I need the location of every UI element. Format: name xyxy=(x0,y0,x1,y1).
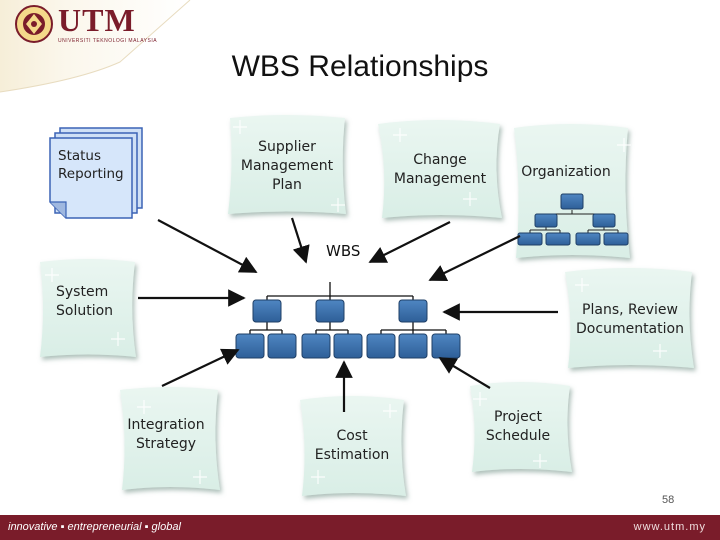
page-title: WBS Relationships xyxy=(231,50,489,83)
cost-estimation-label: Cost Estimation xyxy=(300,427,404,465)
system-line-2: Solution xyxy=(56,303,114,319)
status-reporting-document xyxy=(49,127,143,219)
note-supplier xyxy=(228,115,346,214)
plans-line-1: Plans, Review xyxy=(582,302,678,318)
cost-line-1: Cost xyxy=(336,428,368,444)
supplier-management-plan-label: Supplier Management Plan xyxy=(228,138,346,195)
plans-line-2: Documentation xyxy=(576,321,684,337)
system-solution-label: System Solution xyxy=(40,283,136,321)
supplier-line-3: Plan xyxy=(272,177,302,193)
supplier-line-2: Management xyxy=(240,158,334,174)
sparkle-decorations xyxy=(45,120,667,484)
note-change xyxy=(378,120,502,218)
project-line-1: Project xyxy=(494,409,542,425)
system-line-1: System xyxy=(56,284,109,300)
wbs-label: WBS xyxy=(326,242,361,260)
logo-subtitle: UNIVERSITI TEKNOLOGI MALAYSIA xyxy=(58,38,158,44)
wbs-tree-boxes xyxy=(235,299,461,359)
note-integration xyxy=(120,387,220,490)
organization-boxes xyxy=(517,193,629,246)
change-line-1: Change xyxy=(413,152,467,168)
organization-label: Organization xyxy=(521,164,611,180)
footer-bar: innovative ▪ entrepreneurial ▪ global ww… xyxy=(0,515,720,540)
integration-line-1: Integration xyxy=(127,417,205,433)
change-line-2: Management xyxy=(393,171,487,187)
footer-tagline: innovative ▪ entrepreneurial ▪ global xyxy=(8,521,181,533)
change-management-label: Change Management xyxy=(378,151,502,189)
wbs-tree-lines xyxy=(249,282,447,334)
plans-review-documentation-label: Plans, Review Documentation xyxy=(566,301,694,339)
cost-line-2: Estimation xyxy=(314,447,390,463)
note-system xyxy=(40,259,136,357)
status-reporting-label: Status Reporting xyxy=(50,147,132,183)
project-line-2: Schedule xyxy=(485,428,551,444)
project-schedule-label: Project Schedule xyxy=(466,408,570,446)
integration-line-2: Strategy xyxy=(136,436,196,452)
page-number: 58 xyxy=(662,494,675,506)
integration-strategy-label: Integration Strategy xyxy=(116,416,216,454)
relationship-arrows xyxy=(138,217,558,412)
footer-url: www.utm.my xyxy=(633,521,706,533)
note-cost xyxy=(300,396,406,496)
supplier-line-1: Supplier xyxy=(258,139,316,155)
note-plans xyxy=(565,268,694,368)
status-reporting-text: Status Reporting xyxy=(58,148,124,182)
utm-crest-icon xyxy=(15,5,53,43)
logo-text: UTM xyxy=(58,2,136,38)
note-project xyxy=(470,382,572,472)
